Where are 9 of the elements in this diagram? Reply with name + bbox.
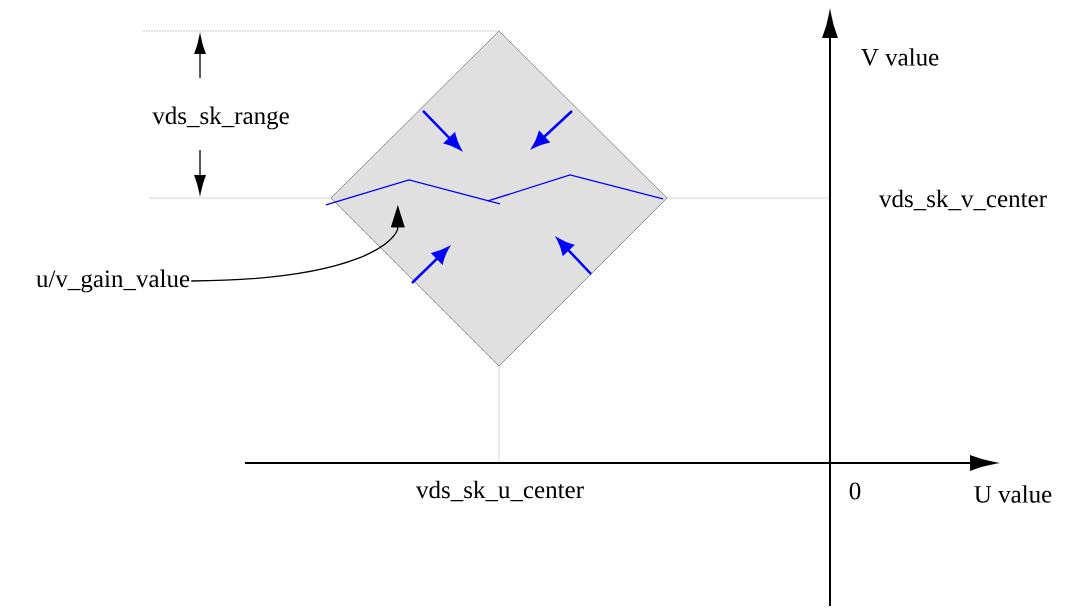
axis-label: vds_sk_v_center <box>879 189 1047 211</box>
axis-label: vds_sk_u_center <box>416 480 584 502</box>
axis-label: vds_sk_range <box>152 106 289 130</box>
axis-label: V value <box>861 48 939 66</box>
axis-label: 0 <box>849 482 861 500</box>
zigzag-line <box>325 174 664 206</box>
callout-text: u/v_gain_value <box>36 269 190 293</box>
axis-label: U value <box>974 485 1052 503</box>
leader-line <box>190 205 405 282</box>
